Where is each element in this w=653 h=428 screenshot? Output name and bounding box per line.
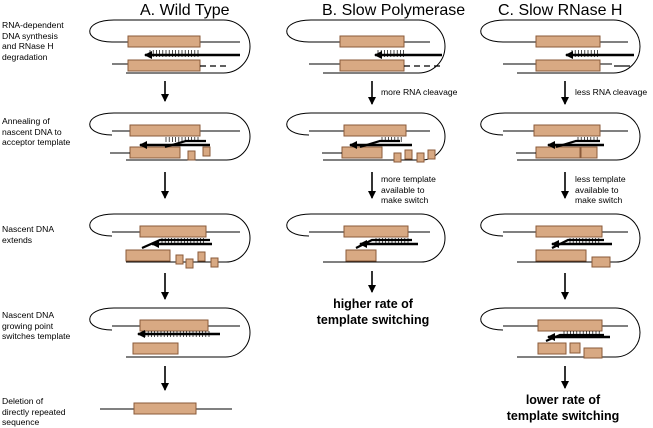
rna-fragment: [591, 256, 611, 268]
repeat-box-bottom: [537, 342, 567, 355]
repeat-box-bottom: [535, 146, 581, 159]
rna-loop-left: [480, 19, 506, 43]
column-title-slow-polymerase: B. Slow Polymerase: [322, 2, 466, 19]
note-more-rna-cleavage: more RNA cleavage: [381, 87, 458, 97]
step-label-deletion: Deletion of directly repeated sequence: [2, 396, 66, 427]
rna-fragment: [175, 254, 184, 265]
rna-loop-left: [286, 213, 312, 237]
rna-loop-left: [286, 19, 312, 43]
rna-fragment: [569, 342, 581, 354]
nascent-dna-switch: [359, 139, 400, 149]
repeat-box-single: [133, 402, 197, 415]
rna-fragment: [202, 146, 211, 157]
repeat-box-bottom: [132, 342, 179, 355]
step-label-annealing: Annealing of nascent DNA to acceptor tem…: [2, 116, 71, 147]
result-lower-rate: lower rate of template switching: [506, 393, 620, 423]
rna-loop-outer: [114, 112, 251, 161]
note-more-template: more template available to make switch: [381, 174, 436, 205]
repeat-box-top: [535, 35, 601, 48]
repeat-box-top: [343, 124, 407, 137]
rna-loop-outer: [114, 307, 251, 358]
repeat-box-bottom: [535, 59, 601, 72]
rna-loop-outer: [311, 112, 446, 161]
rna-loop-left: [89, 112, 115, 136]
nascent-dna-extended: [141, 238, 210, 250]
rna-loop-left: [480, 112, 506, 136]
repeat-box-bottom: [345, 249, 377, 262]
repeat-box-top: [339, 35, 405, 48]
nascent-dna-extended: [551, 238, 604, 249]
nascent-dna-switch: [545, 333, 604, 343]
step-label-switches: Nascent DNA growing point switches templ…: [2, 310, 71, 341]
note-less-template: less template available to make switch: [575, 174, 626, 205]
note-less-rna-cleavage: less RNA cleavage: [575, 87, 648, 97]
rna-fragment: [187, 150, 196, 161]
rna-loop-left: [286, 112, 312, 136]
rna-fragment: [197, 251, 206, 262]
rna-loop-outer: [311, 19, 446, 74]
step-label-extends: Nascent DNA extends: [2, 224, 55, 245]
repeat-box-top: [129, 124, 201, 137]
rna-loop-left: [480, 307, 506, 331]
rna-loop-outer: [505, 213, 641, 263]
rna-loop-left: [89, 19, 115, 43]
rna-loop-outer: [114, 19, 251, 74]
rna-fragment: [185, 258, 194, 269]
step-label-synthesis: RNA-dependent DNA synthesis and RNase H …: [2, 20, 64, 62]
rna-fragment: [583, 347, 603, 359]
repeat-box-top: [139, 225, 207, 238]
rna-loop-outer: [114, 213, 251, 263]
rna-loop-outer: [311, 213, 446, 263]
column-title-wild-type: A. Wild Type: [140, 2, 230, 19]
rna-loop-left: [480, 213, 506, 237]
rna-fragment: [210, 257, 219, 268]
repeat-box-top: [127, 35, 201, 48]
repeat-box-bottom: [127, 59, 201, 72]
repeat-box-top: [533, 124, 601, 137]
rna-fragment: [416, 152, 425, 163]
nascent-dna-switch: [555, 139, 600, 149]
rna-loop-left: [89, 307, 115, 331]
repeat-box-top: [139, 319, 209, 332]
nascent-dna-switch: [164, 139, 206, 149]
rna-loop-left: [89, 213, 115, 237]
repeat-box-top: [535, 225, 603, 238]
rna-fragment-remaining: [580, 146, 598, 159]
result-higher-rate: higher rate of template switching: [316, 297, 430, 327]
repeat-box-top: [537, 319, 603, 332]
repeat-box-bottom: [125, 249, 171, 262]
repeat-box-bottom: [339, 59, 405, 72]
rna-fragment: [393, 152, 402, 163]
repeat-box-top: [343, 225, 409, 238]
repeat-box-bottom: [341, 146, 383, 159]
rna-loop-outer: [505, 112, 641, 161]
rna-loop-outer: [505, 307, 641, 358]
rna-fragment: [404, 149, 413, 160]
repeat-box-bottom: [535, 249, 587, 262]
rna-fragment: [427, 149, 436, 160]
column-title-slow-rnase-h: C. Slow RNase H: [498, 2, 623, 19]
nascent-dna-extended: [355, 238, 412, 249]
rna-loop-outer: [505, 19, 641, 74]
repeat-box-bottom: [129, 146, 181, 159]
